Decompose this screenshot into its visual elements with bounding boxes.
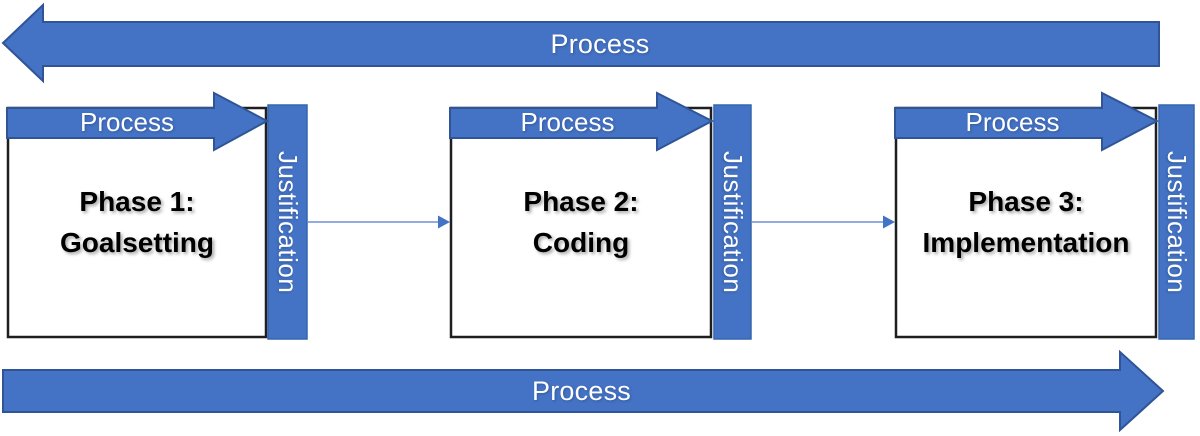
connector-arrow-phase2-to-phase3 — [752, 215, 895, 229]
phase2-process-arrow-shape — [449, 91, 715, 152]
top-process-arrow-shape — [1, 2, 1160, 84]
bottom-process-arrow-shape — [2, 349, 1165, 433]
phase3-process-arrow-shape — [894, 91, 1160, 152]
phase1-process-arrow-shape — [6, 91, 270, 152]
phase1-justification-bar — [267, 104, 308, 340]
connector-arrow-phase1-to-phase2 — [308, 215, 450, 229]
phase3-justification-bar — [1158, 104, 1195, 340]
phase2-justification-bar — [713, 104, 752, 340]
phase2-box — [449, 106, 713, 339]
